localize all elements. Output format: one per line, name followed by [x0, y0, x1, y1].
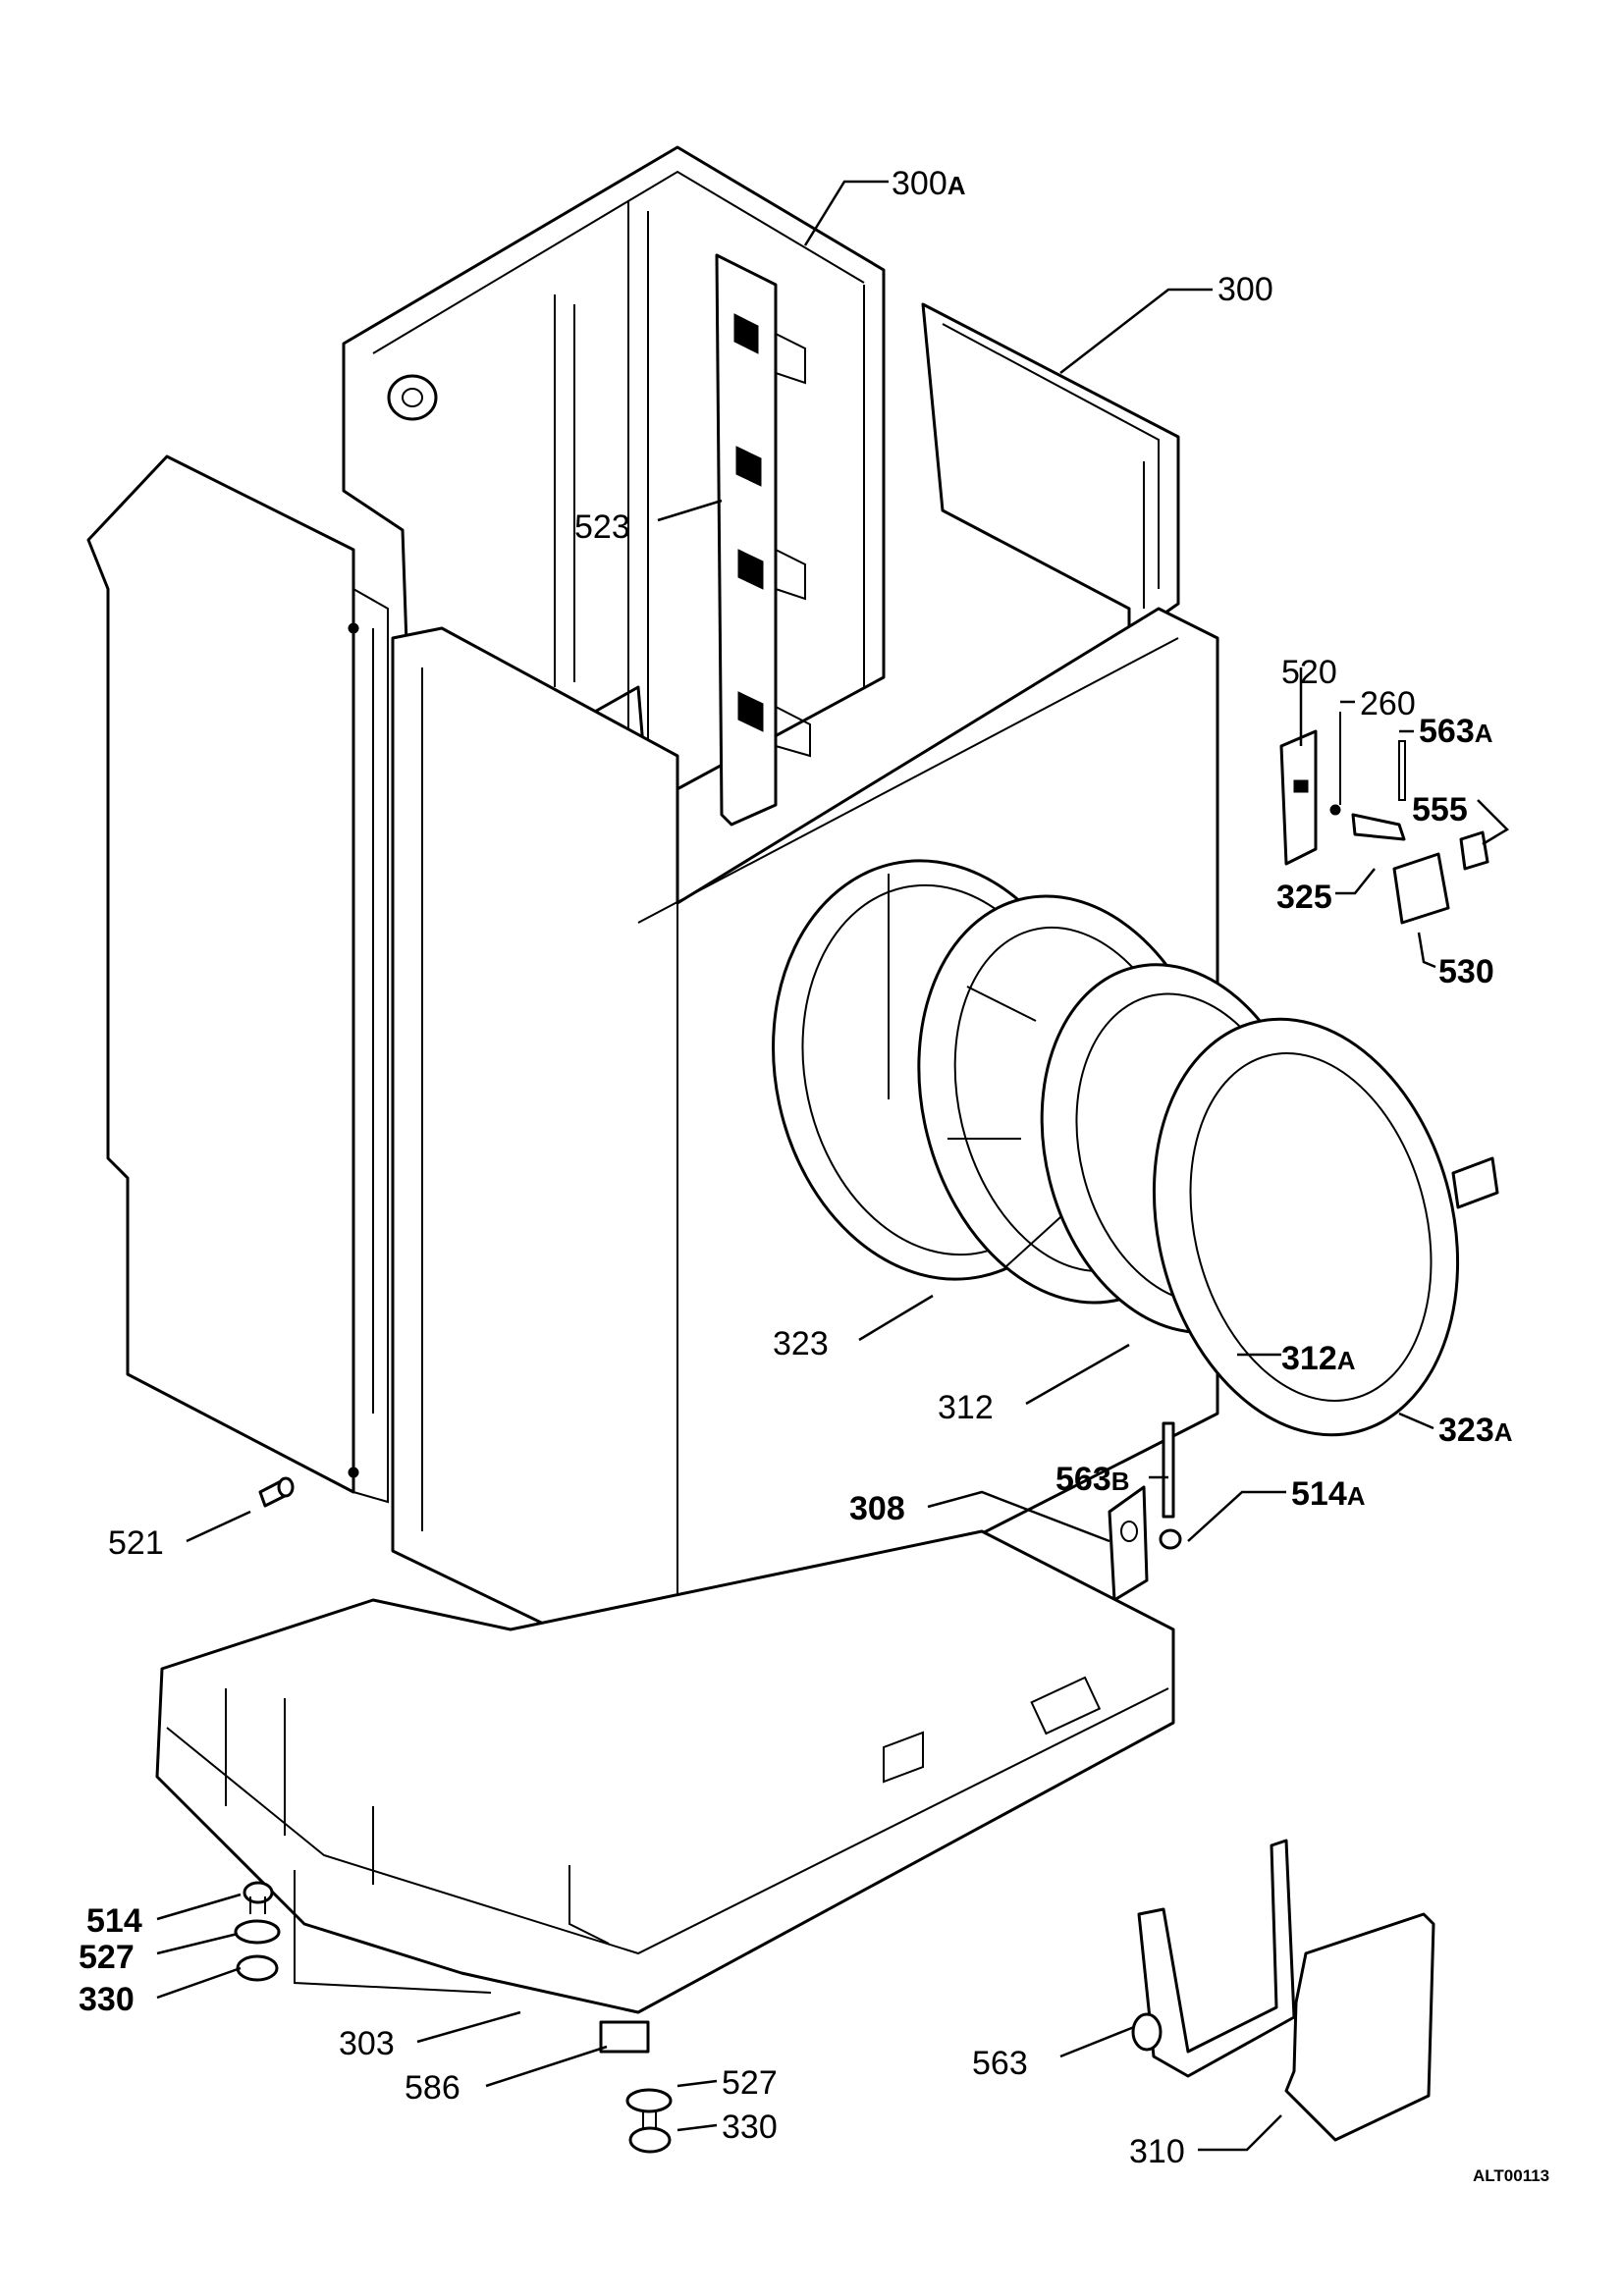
door-frame-323a [1152, 1017, 1499, 1437]
callout-563a: 563A [1419, 713, 1493, 750]
foot-right [599, 2020, 673, 2154]
callout-310: 310 [1129, 2133, 1185, 2170]
callout-514: 514 [86, 1902, 142, 1940]
door-lock-assembly [1279, 712, 1489, 925]
callout-527-right: 527 [722, 2064, 778, 2102]
callout-312: 312 [938, 1389, 994, 1426]
callout-303: 303 [339, 2025, 395, 2062]
callout-312a: 312A [1281, 1340, 1356, 1377]
callout-530: 530 [1438, 953, 1494, 990]
callout-521: 521 [108, 1524, 164, 1562]
callout-330-right: 330 [722, 2109, 778, 2146]
callout-308: 308 [849, 1490, 905, 1527]
callout-563: 563 [972, 2045, 1028, 2082]
leader-lines [156, 180, 1510, 2152]
callout-300a: 300A [892, 165, 966, 202]
callout-260: 260 [1360, 685, 1416, 722]
right-frame-300 [921, 302, 1180, 640]
hinge-308 [1108, 1421, 1182, 1602]
callout-520: 520 [1281, 654, 1337, 691]
callout-325: 325 [1276, 879, 1332, 916]
callout-514a: 514A [1291, 1475, 1366, 1513]
panel-bracket-523 [715, 253, 811, 827]
callout-323: 323 [773, 1325, 829, 1362]
callout-523: 523 [574, 508, 630, 546]
base-frame-303 [155, 1529, 1175, 2014]
callout-527-left: 527 [79, 1939, 135, 1976]
callout-555: 555 [1412, 791, 1468, 828]
callout-563b: 563B [1055, 1461, 1130, 1498]
callout-330-left: 330 [79, 1981, 135, 2018]
callout-323a: 323A [1438, 1412, 1513, 1449]
service-flap-assembly [1131, 1839, 1435, 2142]
screw-521 [258, 1476, 295, 1508]
left-side-panel [86, 454, 389, 1504]
drawing-code: ALT00113 [1473, 2166, 1550, 2185]
callout-300: 300 [1217, 271, 1273, 308]
foot-left [234, 1881, 281, 1982]
callout-586: 586 [405, 2069, 460, 2107]
